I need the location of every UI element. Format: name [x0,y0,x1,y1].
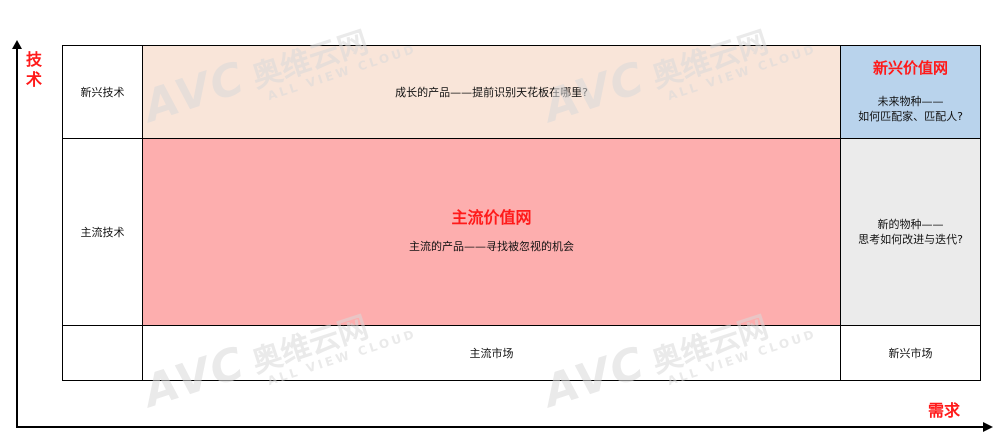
y-axis-label: 技术 [25,50,42,89]
cell-mainstream-value-network: 主流价值网 主流的产品——寻找被忽视的机会 [142,138,841,326]
future-species-line1: 未来物种—— [877,94,944,108]
col-label-mainstream-market: 主流市场 [142,325,841,381]
new-species-line1: 新的物种—— [877,218,944,231]
mainstream-value-network-title: 主流价值网 [451,208,532,227]
x-axis-line [16,426,984,428]
y-axis-arrow [12,40,22,49]
row-label-mainstream-tech-text: 主流技术 [80,225,125,239]
row-label-emerging-tech: 新兴技术 [62,45,143,139]
col-label-mainstream-market-text: 主流市场 [469,346,514,360]
x-axis-label: 需求 [928,401,961,420]
cell-new-species: 新的物种—— 思考如何改进与迭代? [840,138,981,326]
col-label-emerging-market: 新兴市场 [840,325,981,381]
y-axis-line [16,48,18,428]
corner-empty-cell [62,325,143,381]
mainstream-products-text: 主流的产品——寻找被忽视的机会 [409,240,574,253]
emerging-value-network-title: 新兴价值网 [872,58,948,77]
future-species-line2: 如何匹配家、匹配人? [858,109,963,123]
cell-growth-products: 成长的产品——提前识别天花板在哪里? [142,45,841,139]
col-label-emerging-market-text: 新兴市场 [888,346,933,360]
row-label-mainstream-tech: 主流技术 [62,138,143,326]
cell-growth-products-text: 成长的产品——提前识别天花板在哪里? [395,85,588,99]
row-label-emerging-tech-text: 新兴技术 [80,85,125,99]
new-species-line2: 思考如何改进与迭代? [858,233,963,246]
cell-emerging-value-network: 新兴价值网 未来物种—— 如何匹配家、匹配人? [840,45,981,139]
x-axis-arrow [983,422,993,432]
